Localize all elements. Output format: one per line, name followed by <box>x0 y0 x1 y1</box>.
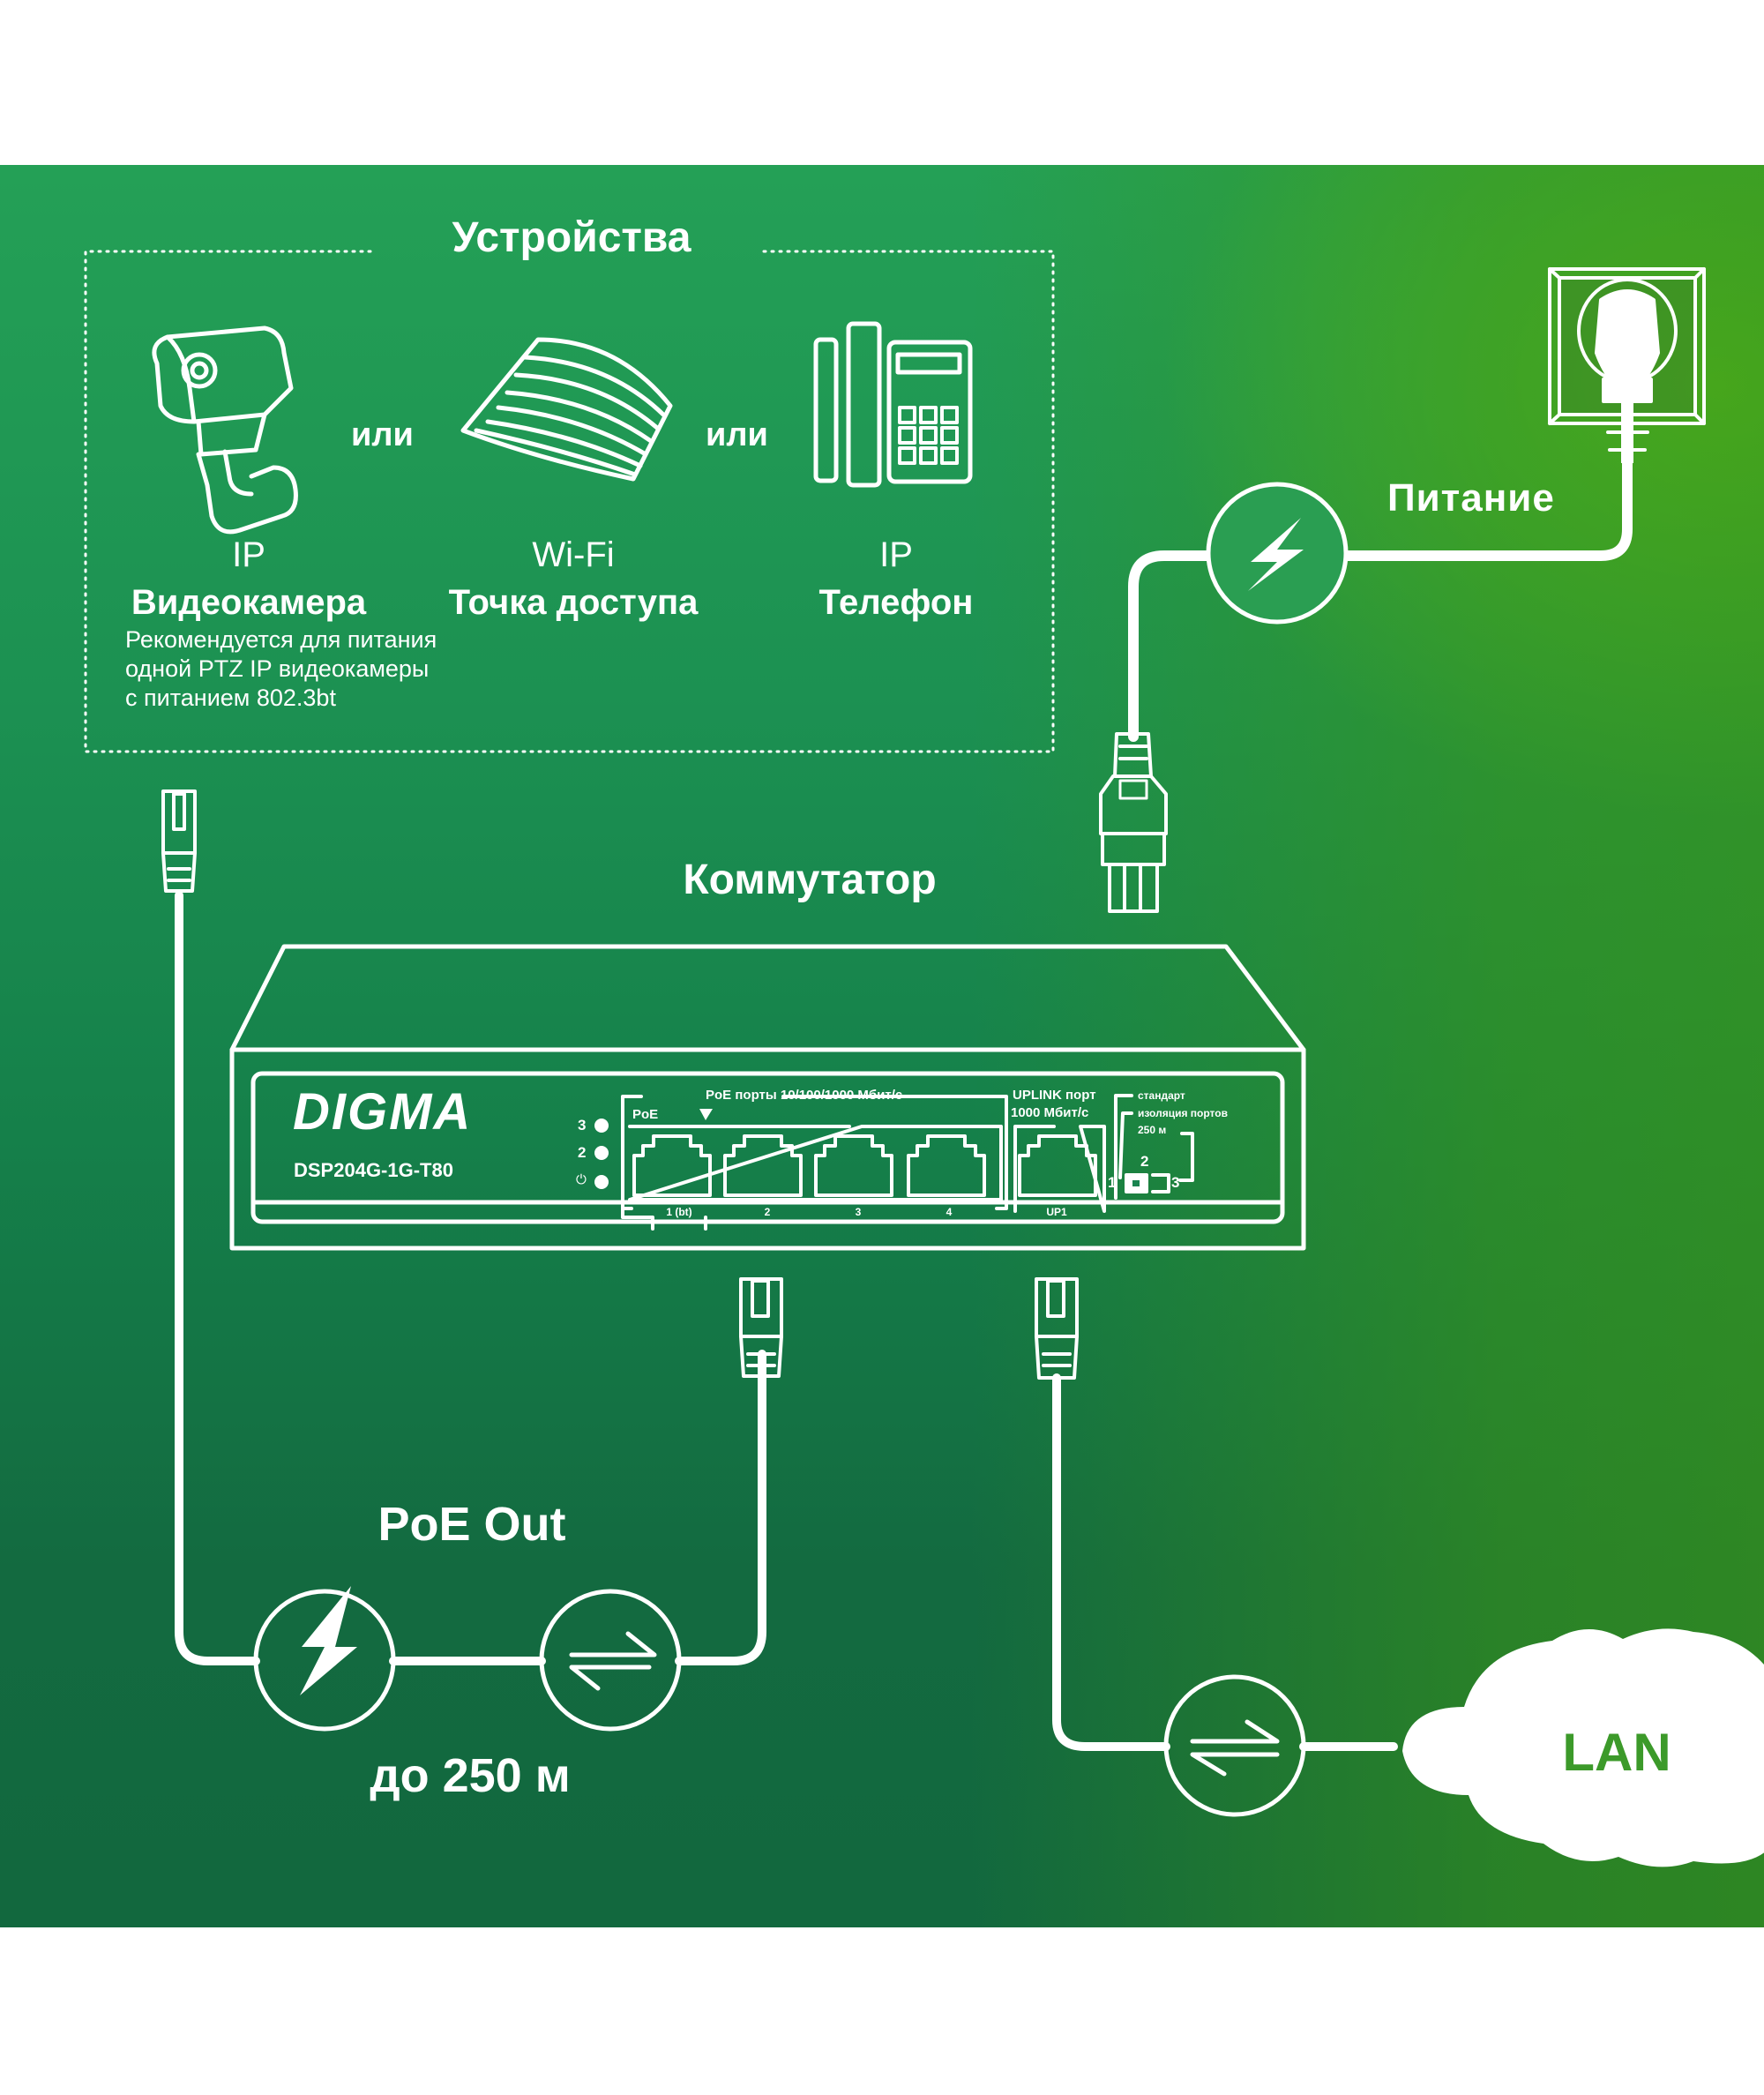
mode-switch <box>1114 1094 1194 1200</box>
mode-position-2: 2 <box>1140 1153 1149 1170</box>
ip-phone-icon <box>813 321 973 488</box>
rj45-port-3 <box>814 1134 893 1197</box>
diagram-background: Устройства или или IP Видеокамера Wi-Fi … <box>0 165 1764 1927</box>
status-leds <box>594 1119 609 1189</box>
poe-data-arrows-icon <box>569 1631 657 1691</box>
poe-cable <box>175 891 766 1665</box>
device-access-point: Wi-Fi Точка доступа <box>449 531 699 626</box>
led-label-2: 2 <box>578 1144 587 1161</box>
or-label-2: или <box>706 416 768 453</box>
port-label-2: 2 <box>764 1206 771 1218</box>
lan-label: LAN <box>1562 1723 1671 1782</box>
power-socket-icon <box>1548 267 1706 463</box>
device-ip-phone-line1: IP <box>879 535 913 574</box>
led-label-3: 3 <box>578 1117 587 1134</box>
device-access-point-line2: Точка доступа <box>448 583 699 622</box>
camera-note-line: с питанием 802.3bt <box>125 685 336 711</box>
poe-power-bolt-icon <box>300 1586 357 1695</box>
port-label-3: 3 <box>855 1206 862 1218</box>
device-ip-phone: IP Телефон <box>819 531 974 626</box>
switch-model: DSP204G-1G-T80 <box>294 1159 453 1181</box>
poe-ports-label: PoE порты 10/100/1000 Мбит/с <box>706 1088 903 1103</box>
device-ip-phone-line2: Телефон <box>818 583 974 622</box>
power-label: Питание <box>1387 476 1555 520</box>
rj45-port-2 <box>723 1134 803 1197</box>
devices-title: Устройства <box>452 214 691 261</box>
uplink-label-2: 1000 Мбит/с <box>1011 1105 1089 1120</box>
power-cable <box>1128 458 1633 742</box>
power-bolt-icon <box>1248 518 1304 591</box>
camera-note-line: Рекомендуется для питания <box>125 626 437 653</box>
uplink-port-frame <box>1013 1125 1106 1213</box>
port-label-4: 4 <box>946 1206 953 1218</box>
device-ip-camera-line2: Видеокамера <box>131 583 367 622</box>
poe-rj45-connector <box>739 1277 783 1378</box>
poe-arrow-icon <box>699 1109 713 1120</box>
rj45-port-uplink <box>1018 1134 1097 1197</box>
port-group-bracket <box>621 1095 1008 1231</box>
mode-position-3: 3 <box>1171 1174 1180 1191</box>
poe-distance-label: до 250 м <box>370 1749 571 1802</box>
ip-camera-icon <box>152 325 298 535</box>
or-label-1: или <box>351 416 414 453</box>
device-ip-camera: IP Видеокамера <box>131 531 366 626</box>
uplink-port-label: UP1 <box>1046 1206 1067 1218</box>
lan-cloud <box>1402 1628 1764 1867</box>
led-label-power: ⏻ <box>576 1172 587 1187</box>
poe-out-label: PoE Out <box>377 1498 566 1551</box>
poe-power-circle <box>253 1589 396 1732</box>
diagram-canvas <box>84 250 1764 1867</box>
mode-label-250m: 250 м <box>1138 1124 1167 1136</box>
lan-data-arrows-icon <box>1190 1719 1280 1777</box>
uplink-rj45-connector <box>1035 1277 1079 1380</box>
poe-tag: PoE <box>632 1107 659 1122</box>
camera-note: Рекомендуется для питания одной PTZ IP в… <box>125 625 437 713</box>
device-ip-camera-line1: IP <box>232 535 265 574</box>
lan-cable <box>1052 1373 1398 1751</box>
device-access-point-line1: Wi-Fi <box>532 535 615 574</box>
mode-label-isolation: изоляция портов <box>1138 1107 1228 1119</box>
rj45-port-4 <box>907 1134 986 1197</box>
poe-ports <box>632 1134 986 1197</box>
port-label-1: 1 (bt) <box>666 1206 692 1218</box>
access-point-icon <box>460 337 673 482</box>
camera-note-line: одной PTZ IP видеокамеры <box>125 655 430 682</box>
brand-logo: DIGMA <box>293 1083 473 1141</box>
poe-data-circle <box>539 1589 682 1732</box>
rj45-port-1 <box>632 1134 712 1197</box>
mode-label-standard: стандарт <box>1138 1089 1185 1102</box>
uplink-label-1: UPLINK порт <box>1013 1088 1096 1103</box>
switch-chassis <box>229 944 1306 1251</box>
camera-rj45-connector <box>161 789 197 893</box>
devices-box <box>84 250 1055 753</box>
mode-position-1: 1 <box>1108 1174 1117 1191</box>
lan-data-circle <box>1163 1674 1306 1817</box>
power-connector-icon <box>1099 732 1168 913</box>
switch-title: Коммутатор <box>683 857 937 903</box>
